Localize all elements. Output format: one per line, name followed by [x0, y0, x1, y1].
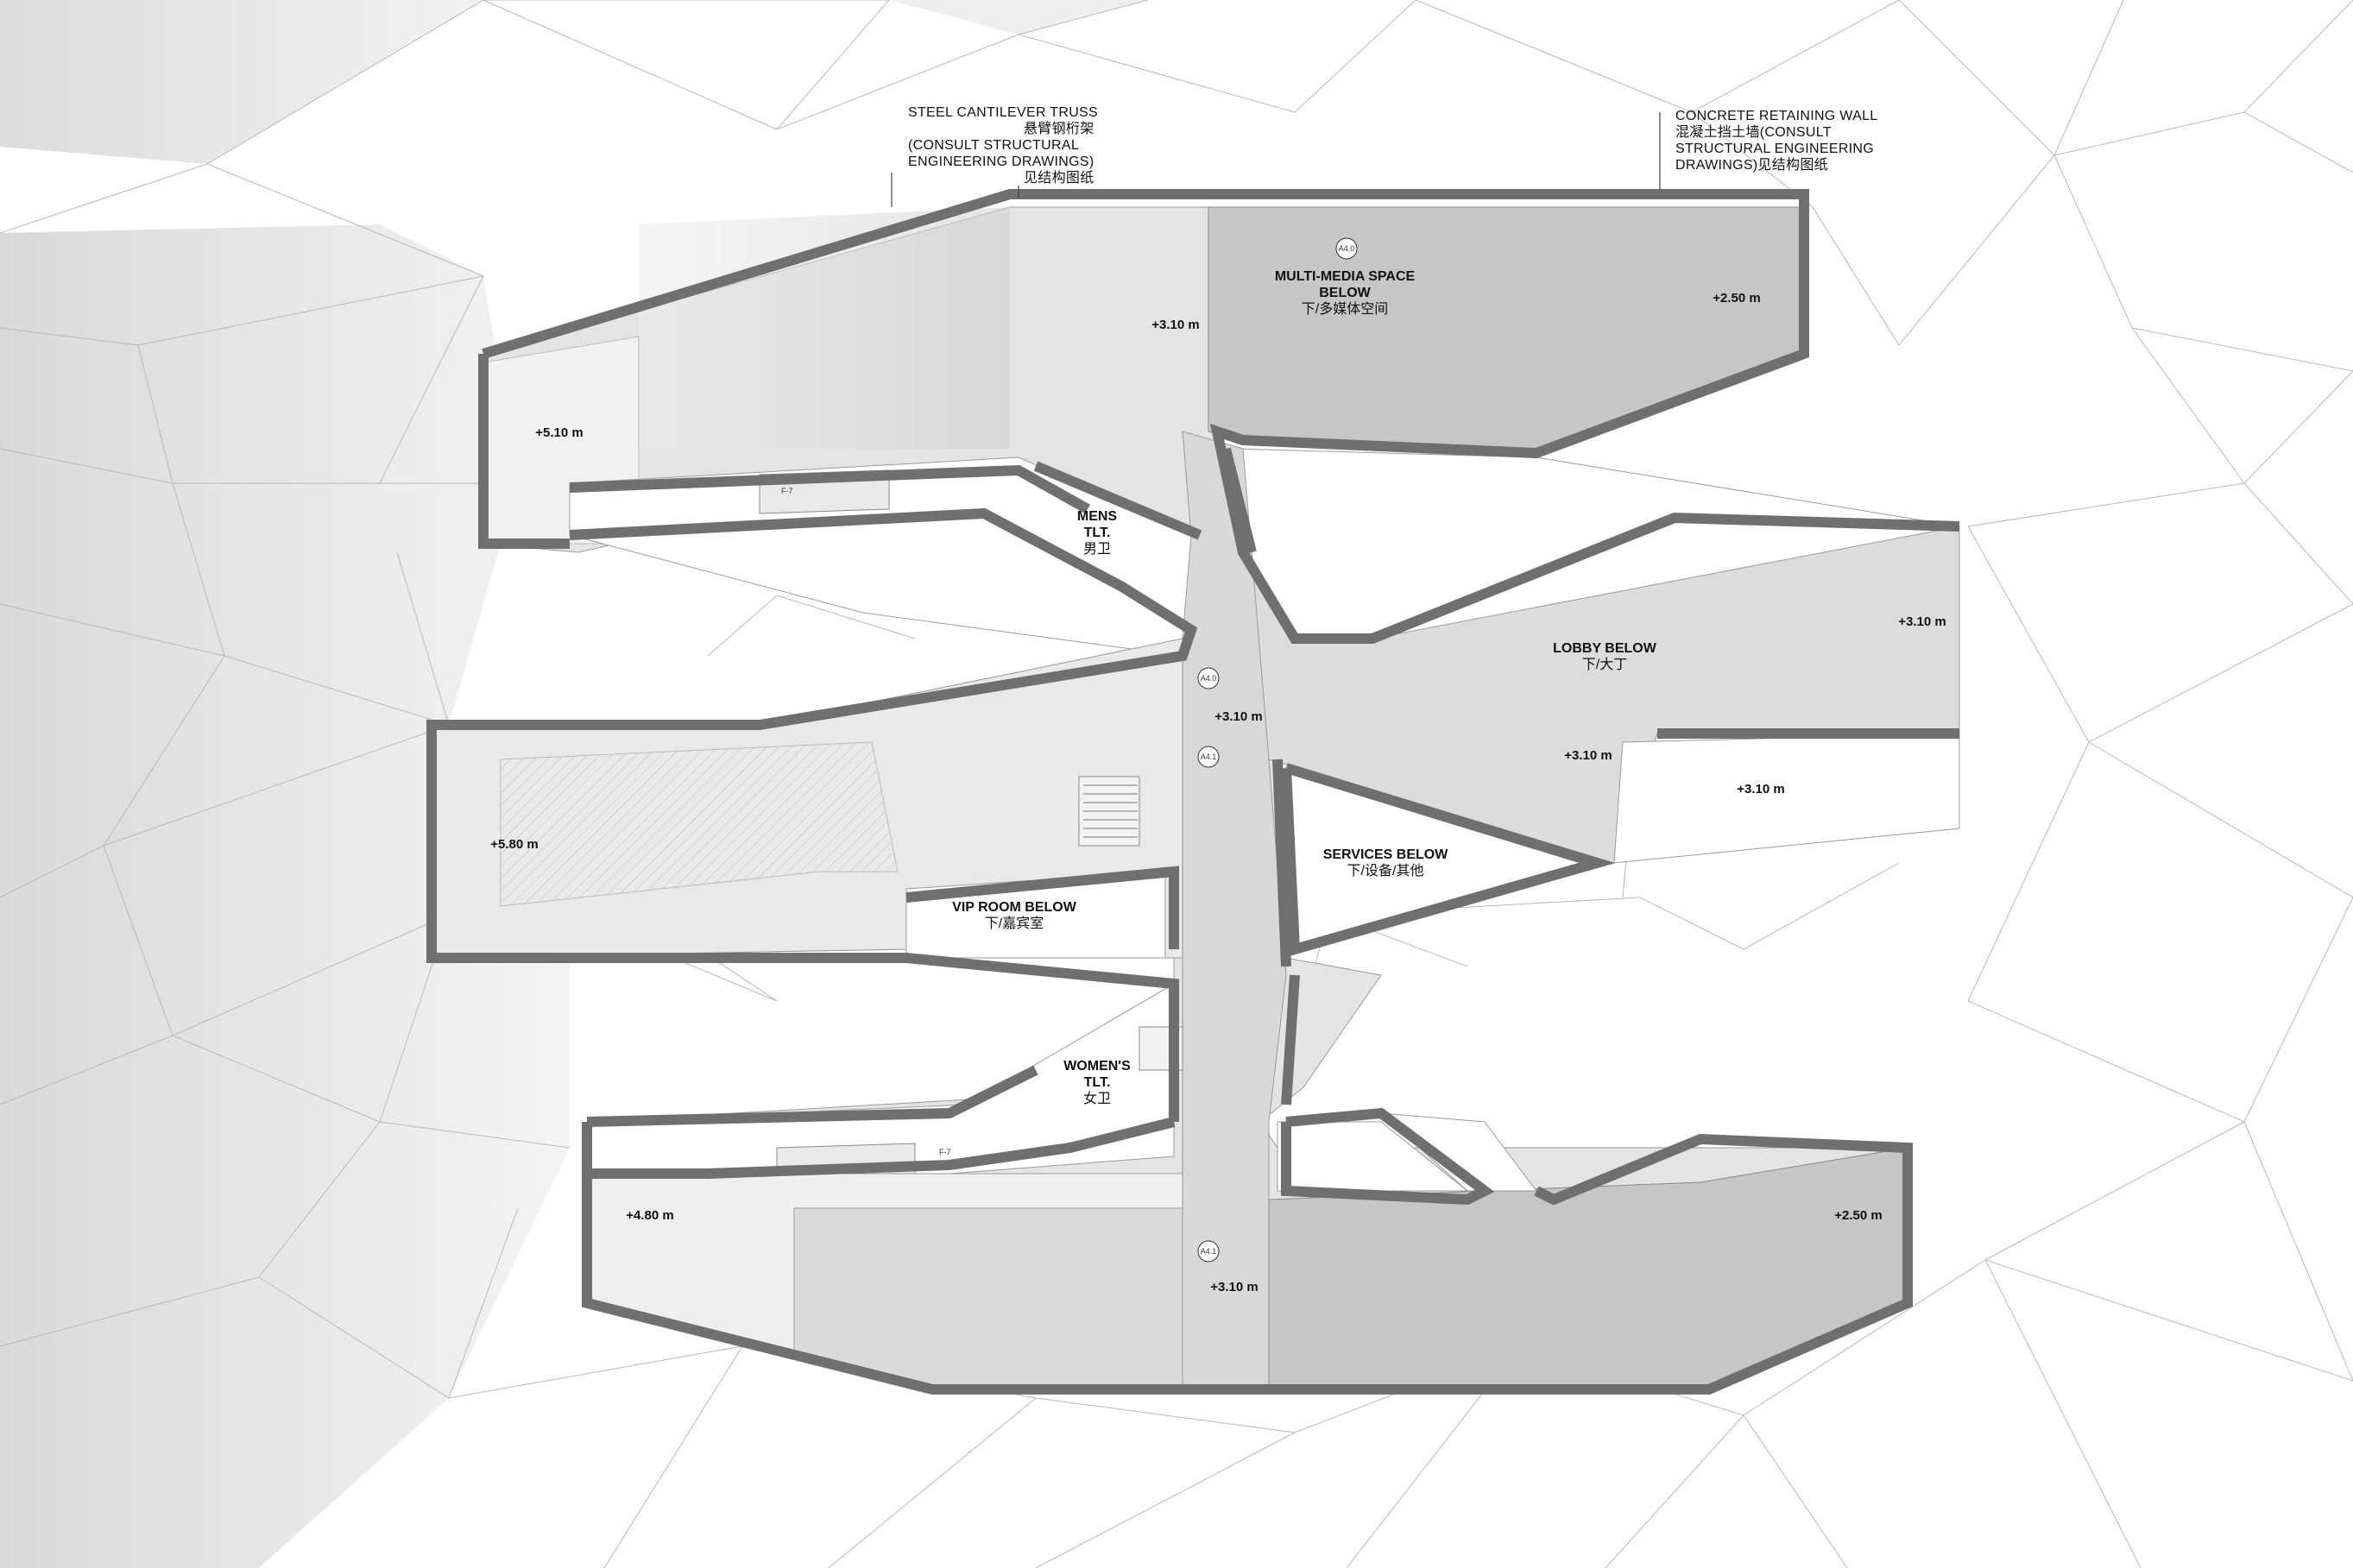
womens-label-1: WOMEN'S: [1063, 1059, 1131, 1074]
note-leaders: [891, 112, 1661, 207]
truss-note-line-2: 悬臂钢桁架: [1024, 121, 1094, 136]
level-510: +5.10 m: [535, 425, 583, 440]
truss-note-line-3: (CONSULT STRUCTURAL: [908, 138, 1079, 153]
womens-label-cn: 女卫: [1083, 1090, 1111, 1106]
services-label-cn: 下/设备/其他: [1347, 863, 1424, 878]
lobby-label: LOBBY BELOW: [1553, 641, 1657, 656]
level-310-mid: +3.10 m: [1564, 748, 1612, 763]
stair-marker-bottom: F-7: [939, 1148, 951, 1156]
vip-label-cn: 下/嘉宾室: [985, 916, 1044, 931]
level-580: +5.80 m: [490, 837, 538, 852]
section-marker-bottom: A4.1: [1201, 1247, 1217, 1256]
section-marker-center-1: A4.0: [1201, 674, 1217, 683]
level-310-top: +3.10 m: [1151, 318, 1199, 332]
level-310-bottom: +3.10 m: [1210, 1280, 1258, 1294]
vip-label: VIP ROOM BELOW: [952, 900, 1077, 915]
level-250-top: +2.50 m: [1713, 291, 1760, 305]
stair-marker-top: F-7: [781, 487, 793, 495]
retaining-wall-note-line-4: DRAWINGS)见结构图纸: [1675, 157, 1828, 173]
mens-label-cn: 男卫: [1083, 542, 1111, 557]
lobby-label-cn: 下/大丁: [1582, 657, 1627, 672]
multimedia-label-1: MULTI-MEDIA SPACE: [1275, 269, 1416, 284]
level-310-lobby: +3.10 m: [1898, 614, 1946, 629]
section-markers: [1197, 237, 1358, 1263]
multimedia-label-2: BELOW: [1319, 286, 1371, 300]
level-310-right: +3.10 m: [1737, 782, 1784, 797]
truss-note-line-4: ENGINEERING DRAWINGS): [908, 154, 1094, 169]
walls: [426, 189, 1960, 1395]
services-label: SERVICES BELOW: [1323, 847, 1449, 862]
mens-label-2: TLT.: [1084, 526, 1111, 540]
truss-note-line-5: 见结构图纸: [1024, 170, 1094, 186]
level-310-center: +3.10 m: [1214, 709, 1262, 724]
retaining-wall-note-line-3: STRUCTURAL ENGINEERING: [1675, 142, 1874, 156]
truss-note-line-1: STEEL CANTILEVER TRUSS: [908, 105, 1098, 120]
section-marker-top: A4.0: [1339, 244, 1355, 253]
level-250-bottom: +2.50 m: [1834, 1208, 1882, 1223]
womens-label-2: TLT.: [1084, 1075, 1111, 1090]
multimedia-label-cn: 下/多媒体空间: [1302, 301, 1388, 317]
mens-label-1: MENS: [1077, 509, 1118, 524]
level-480: +4.80 m: [626, 1208, 673, 1223]
section-marker-center-2: A4.1: [1201, 753, 1217, 761]
retaining-wall-note-line-1: CONCRETE RETAINING WALL: [1675, 109, 1877, 123]
retaining-wall-note-line-2: 混凝土挡土墙(CONSULT: [1675, 124, 1832, 140]
